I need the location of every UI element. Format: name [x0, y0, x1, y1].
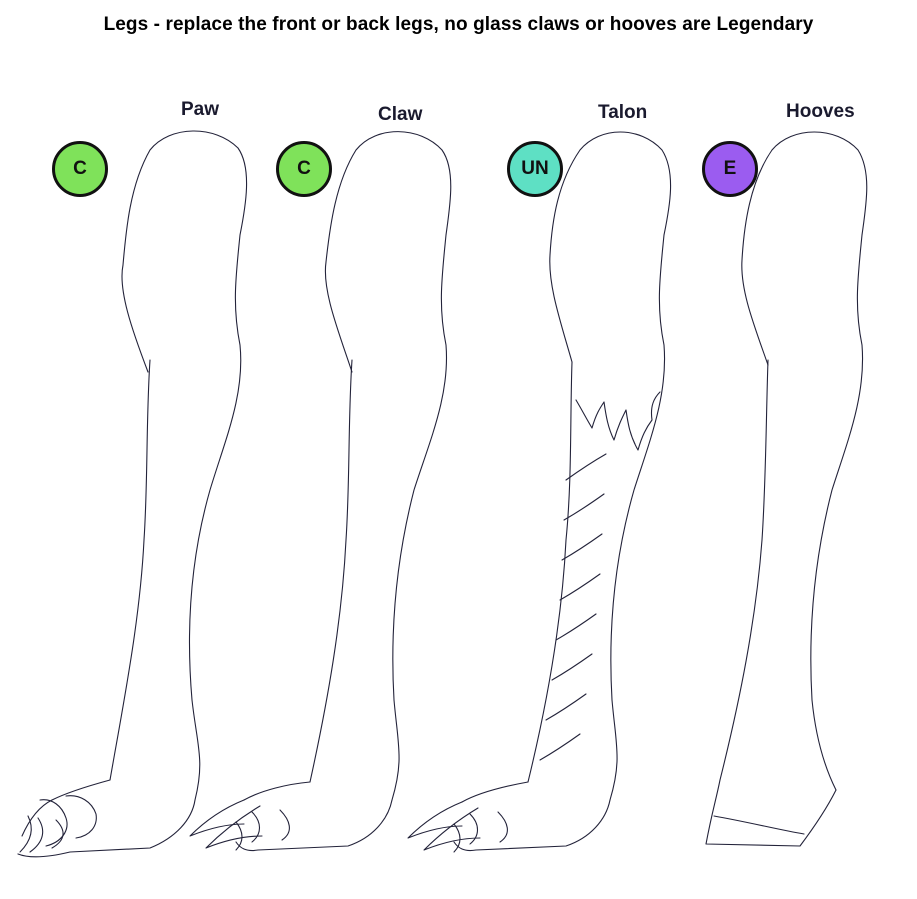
- paw-label: Paw: [181, 99, 220, 120]
- paw-rarity-badge: C: [52, 141, 108, 197]
- talon-leg-drawing: [407, 131, 672, 853]
- claw-leg-drawing: [189, 131, 452, 852]
- talon-label: Talon: [598, 102, 648, 123]
- hooves-label: Hooves: [786, 101, 855, 122]
- hooves-leg-drawing: [705, 131, 868, 847]
- paw-leg-drawing: [17, 130, 248, 858]
- claw-label: Claw: [378, 104, 423, 125]
- claw-rarity-badge: C: [276, 141, 332, 197]
- hooves-rarity-badge: E: [702, 141, 758, 197]
- page-title: Legs - replace the front or back legs, n…: [103, 14, 814, 35]
- talon-rarity-badge: UN: [507, 141, 563, 197]
